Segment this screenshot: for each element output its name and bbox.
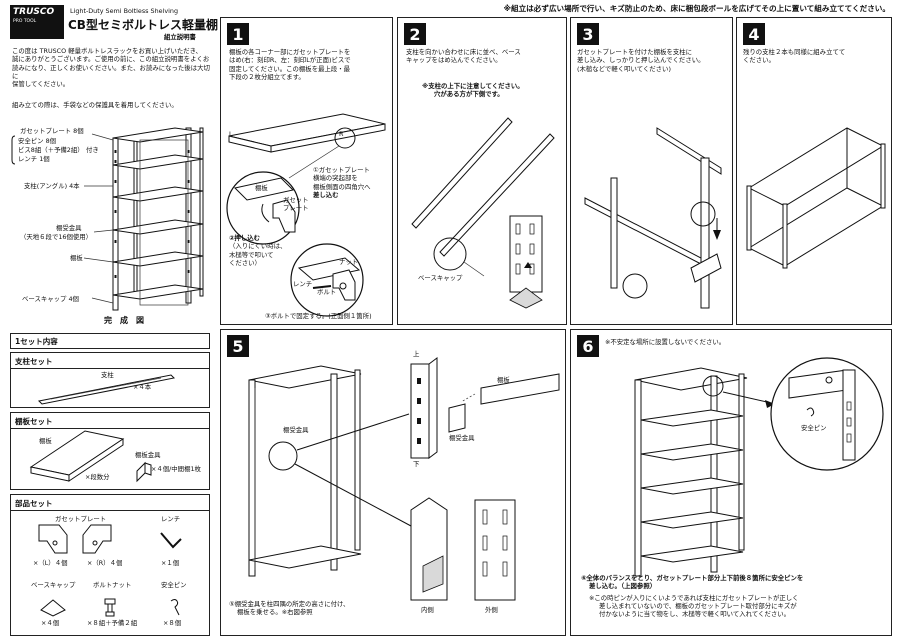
- gusset-l-qty: ×（L）４個: [33, 559, 68, 567]
- post-drawing: [37, 374, 176, 405]
- label-gusset: ガセットプレート 8個: [20, 127, 84, 135]
- step-1-text: 棚板の各コーナー部にガセットプレートをはめ(右：刻印R、左：刻印Lが正面)ビスで…: [229, 48, 351, 81]
- set-contents-box: 1セット内容: [10, 333, 210, 349]
- basecap-label: ベースキャップ: [31, 581, 76, 589]
- step-1-sub3: ③ボルトで固定する。(正面側１箇所): [265, 312, 372, 320]
- parts-set-title: 部品セット: [15, 499, 53, 508]
- step-3-drawing: [584, 127, 722, 309]
- step-1-sub1: ①ガセットプレート横端の突起部を 棚板側面の四角穴へ差し込む: [313, 166, 371, 199]
- step-5-lbl-bracket2: 棚受金具: [449, 434, 475, 442]
- step-2-note: ※支柱の上下に注意してください。 穴がある方が下側です。: [422, 82, 524, 99]
- label-wrench: レンチ 1個: [18, 155, 50, 163]
- bracket-group: [11, 135, 16, 165]
- gusset-label: ガセットプレート: [55, 515, 107, 523]
- step-5-lbl-outside: 外側: [485, 606, 498, 614]
- shelf-qty: ×段数分: [85, 473, 110, 481]
- step-2-text: 支柱を向かい合わせに床に並べ、ベースキャップをはめ込んでください。: [406, 48, 521, 65]
- step-2-number: 2: [404, 23, 426, 45]
- posts-set-box: 支柱セット 支柱 ×４本: [10, 352, 210, 408]
- step-1-lbl-L: L: [229, 130, 233, 138]
- step-5-lbl-inside: 内側: [421, 606, 434, 614]
- complete-caption: 完 成 図: [104, 316, 144, 325]
- step-4-drawing: [746, 127, 886, 269]
- step-4-number: 4: [743, 23, 765, 45]
- product-title: CB型セミボルトレス軽量棚: [68, 18, 218, 32]
- shelf-set-title: 棚板セット: [15, 417, 53, 426]
- step-6-lbl-pin: 安全ピン: [801, 424, 827, 432]
- parts-set-box: 部品セット ガセットプレート ×（L）４個 ×（R）４個 レンチ ×１個 ベース…: [10, 494, 210, 636]
- label-pins: 安全ピン 8個: [18, 137, 57, 145]
- step-6-panel: 6 ※不安定な場所に設置しないでください。 安全ピン ⑥全体のバランスをとり、ガ…: [570, 329, 892, 636]
- boltnut-label: ボルトナット: [93, 581, 132, 589]
- parts-drawing: [38, 524, 182, 617]
- label-post: 支柱(アングル) 4本: [24, 182, 80, 190]
- shelf-drawing: [29, 430, 152, 483]
- shelf-set-box: 棚板セット 棚板 ×段数分 棚板金具 ×４個/中間棚1枚: [10, 412, 210, 490]
- label-bolts: ビス8組（＋予備2組）: [18, 146, 84, 154]
- step-5-lbl-top: 上: [413, 350, 420, 358]
- step-3-text: ガセットプレートを付けた棚板を支柱に差し込み、しっかりと押し込んでください。(木…: [577, 48, 705, 73]
- label-shelf: 棚板: [70, 254, 83, 262]
- step-3-number: 3: [577, 23, 599, 45]
- step-5-panel: 5 棚受金具 上 下 棚板 棚受金具 内側 外側 ⑤棚受金具を柱: [220, 329, 566, 636]
- label-basecap: ベースキャップ 4個: [22, 295, 79, 303]
- step-6-number: 6: [577, 335, 599, 357]
- shelf-label: 棚板: [39, 437, 52, 445]
- pin-qty: ×８個: [163, 619, 182, 627]
- step-5-lbl-bottom: 下: [413, 460, 420, 468]
- step-5-number: 5: [227, 335, 249, 357]
- step-1-lbl-nut: ナット: [339, 258, 359, 266]
- step-6-note: ※不安定な場所に設置しないでください。: [605, 338, 726, 346]
- label-bracket: 棚受金具: [56, 224, 82, 232]
- basecap-qty: ×４個: [41, 619, 60, 627]
- complete-shelf-drawing: [83, 127, 204, 311]
- posts-set-title: 支柱セット: [15, 357, 53, 366]
- step-1-sub2: ②押し込む（入りにくい時は、 木槌等で叩いてください）: [229, 234, 287, 267]
- step-1-lbl-bolt: ボルト: [317, 288, 337, 296]
- step-6-text: ⑥全体のバランスをとり、ガセットプレート部分上下前後８箇所に安全ピンを 差し込む…: [581, 574, 804, 619]
- step-5-lbl-bracket: 棚受金具: [283, 426, 309, 434]
- series-english: Light-Duty Semi Boltless Shelving: [70, 7, 179, 15]
- boltnut-qty: ×８組＋予備２組: [87, 619, 138, 627]
- step-1-drawing: [226, 113, 386, 317]
- doc-type: 組立説明書: [164, 33, 196, 41]
- posts-qty: ×４本: [133, 383, 152, 391]
- step-5-text: ⑤棚受金具を柱四隅の所定の高さに付け、 棚板を乗せる。※右図参照: [229, 600, 350, 617]
- step-4-panel: 4 残りの支柱２本も同様に組み立ててください。: [736, 17, 892, 325]
- step-1-lbl-plate: プレート: [283, 204, 309, 212]
- trusco-logo: TRUSCO PRO TOOL: [10, 5, 64, 39]
- step-1-number: 1: [227, 23, 249, 45]
- step-3-panel: 3 ガセットプレートを付けた棚板を支柱に差し込み、しっかりと押し込んでください。…: [570, 17, 733, 325]
- posts-label: 支柱: [101, 371, 114, 379]
- gloves-note: 組み立ての際は、手袋などの保護具を着用してください。: [12, 101, 178, 109]
- step-1-panel: 1 棚板の各コーナー部にガセットプレートをはめ(右：刻印R、左：刻印Lが正面)ビ…: [220, 17, 393, 325]
- pin-label: 安全ピン: [161, 581, 187, 589]
- intro-text: この度は TRUSCO 軽量ボルトレスラックをお買い上げいただき、 誠にありがと…: [12, 47, 210, 89]
- label-attached: 付き: [86, 146, 99, 154]
- step-2-panel: 2 支柱を向かい合わせに床に並べ、ベースキャップをはめ込んでください。 ※支柱の…: [397, 17, 567, 325]
- step-1-lbl-wrench: レンチ: [293, 280, 313, 288]
- step-2-drawing: [411, 117, 555, 309]
- step-1-lbl-shelf: 棚板: [255, 184, 268, 192]
- bracket-qty: ×４個/中間棚1枚: [151, 465, 201, 473]
- gusset-r-qty: ×（R）４個: [87, 559, 123, 567]
- step-2-lbl-basecap: ベースキャップ: [418, 274, 463, 282]
- label-bracket-note: （天地６段で16個使用）: [20, 233, 93, 241]
- step-5-drawing: [248, 357, 560, 601]
- step-1-lbl-gusset: ガセット: [283, 196, 309, 204]
- step-4-text: 残りの支柱２本も同様に組み立ててください。: [743, 48, 846, 65]
- assembly-notice: ※組立は必ず広い場所で行い、キズ防止のため、床に梱包段ボールを広げてその上に置い…: [503, 4, 890, 13]
- wrench-label: レンチ: [161, 515, 181, 523]
- bracket-label: 棚板金具: [135, 451, 161, 459]
- step-1-lbl-R: R: [339, 130, 344, 138]
- step-5-lbl-shelf: 棚板: [497, 376, 510, 384]
- set-contents-title: 1セット内容: [15, 337, 58, 346]
- step-6-drawing: [634, 357, 884, 577]
- wrench-qty: ×１個: [161, 559, 180, 567]
